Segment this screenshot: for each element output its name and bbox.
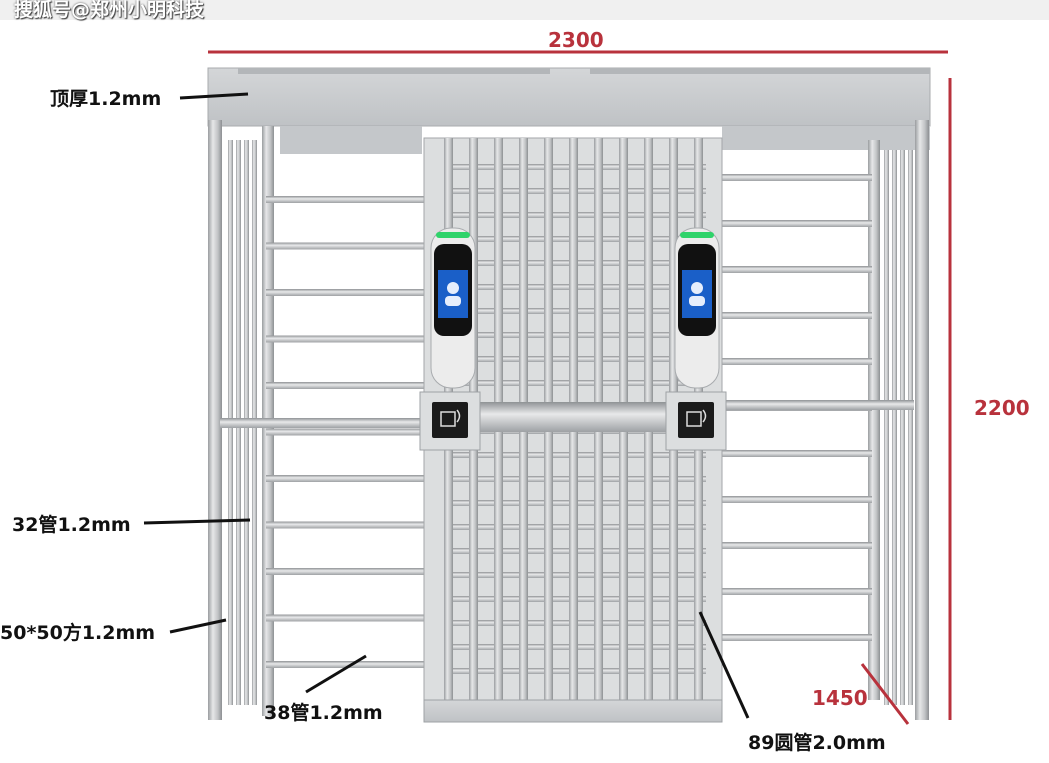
left-horizontal-bar: [266, 428, 424, 436]
label-round89: 89圆管2.0mm: [748, 732, 886, 754]
right-horizontal-bar: [722, 634, 872, 641]
label-square-tube: 50*50方1.2mm: [0, 622, 156, 644]
leader-square: [169, 618, 227, 634]
left-side-cage: [208, 120, 424, 720]
depth-dimension: 1450: [812, 686, 868, 710]
watermark-text: 搜狐号@郑州小明科技: [14, 0, 205, 21]
right-horizontal-bar: [722, 496, 872, 503]
leader-top: [179, 92, 249, 100]
right-side-bar: [908, 150, 913, 705]
depth-dimension-line: [860, 663, 910, 725]
height-dimension: 2200: [974, 396, 1030, 420]
right-side-bar: [884, 150, 889, 705]
left-horizontal-bar: [266, 242, 424, 250]
card-reader-icon: [440, 409, 461, 427]
right-side-cage: [722, 120, 929, 720]
left-horizontal-bar: [266, 521, 424, 529]
label-top-thickness: 顶厚1.2mm: [50, 88, 162, 110]
right-horizontal-bar: [722, 450, 872, 457]
card-reader-icon: [686, 409, 707, 427]
left-horizontal-bar: [266, 196, 424, 203]
face-recognition-icon: [445, 282, 461, 306]
right-side-bar: [900, 150, 905, 705]
width-dimension: 2300: [548, 28, 604, 52]
right-horizontal-bar: [722, 220, 872, 227]
watermark-bar: 搜狐号@郑州小明科技: [0, 0, 1049, 20]
label-pipe32: 32管1.2mm: [12, 514, 131, 536]
leader-lines: [143, 92, 750, 719]
right-horizontal-bar: [722, 358, 872, 365]
left-horizontal-bar: [266, 614, 424, 622]
left-horizontal-bar: [266, 382, 424, 389]
left-face-terminal: [419, 227, 481, 451]
right-side-bar: [892, 150, 897, 705]
label-pipe38: 38管1.2mm: [264, 702, 383, 724]
leader-pipe38: [305, 654, 367, 694]
left-horizontal-bar: [266, 568, 424, 575]
left-horizontal-bar: [266, 289, 424, 296]
right-horizontal-bar: [722, 312, 872, 319]
right-face-terminal: [665, 227, 727, 451]
left-horizontal-bar: [266, 475, 424, 482]
right-horizontal-bar: [722, 542, 872, 549]
right-horizontal-bar: [722, 588, 872, 595]
left-horizontal-bar: [266, 661, 424, 668]
leader-pipe32: [143, 518, 251, 525]
face-recognition-icon: [689, 282, 705, 306]
dimension-lines: [208, 50, 952, 725]
left-horizontal-bar: [266, 335, 424, 343]
right-horizontal-bar: [722, 266, 872, 273]
right-horizontal-bar: [722, 174, 872, 181]
leader-round89: [698, 611, 750, 719]
